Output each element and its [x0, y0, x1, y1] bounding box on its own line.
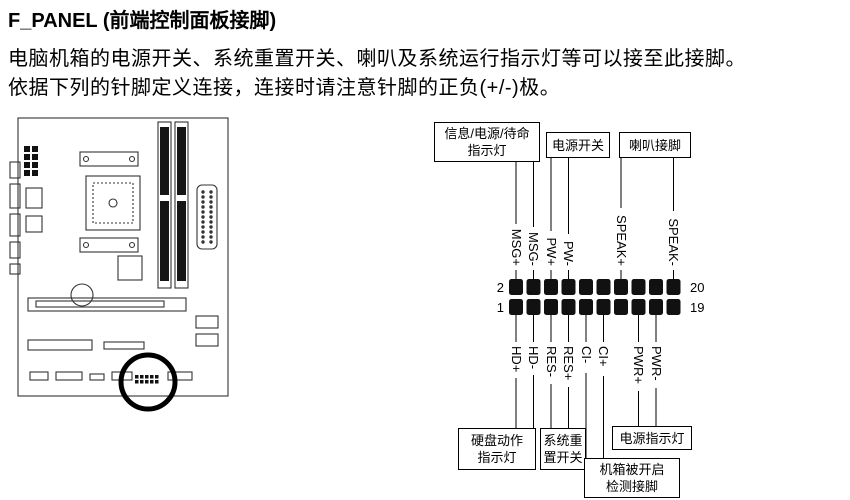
callout-speaker: 喇叭接脚 [619, 132, 691, 158]
pin-label-res-plus: RES+ [561, 346, 576, 380]
label-masks [508, 208, 681, 391]
pin-label-ci-plus: CI+ [596, 346, 611, 367]
rear-io-ports [9, 161, 43, 275]
pin-number-2: 2 [496, 280, 504, 295]
pcie-slot [27, 297, 187, 312]
pin-label-pw-minus: PW- [561, 241, 576, 266]
pin-labels: MSG+ MSG- PW+ PW- SPEAK+ SPEAK- HD+ HD- … [509, 215, 681, 384]
pin-label-hd-minus: HD- [526, 346, 541, 369]
callout-hdd-led: 硬盘动作 指示灯 [458, 428, 536, 470]
pin-number-19: 19 [690, 300, 705, 315]
chipset [117, 255, 143, 281]
battery [70, 283, 94, 307]
location-highlight-circle [118, 352, 178, 412]
pin-label-speak-plus: SPEAK+ [614, 215, 629, 266]
pin-label-speak-minus: SPEAK- [666, 218, 681, 266]
ram-slots [157, 121, 189, 289]
pin-label-pwr-minus: PWR- [649, 346, 664, 381]
fpanel-header-on-board [135, 375, 159, 384]
pin-label-pwr-plus: PWR+ [631, 346, 646, 384]
page-title: F_PANEL (前端控制面板接脚) [8, 10, 277, 32]
body-text-line1: 电脑机箱的电源开关、系统重置开关、喇叭及系统运行指示灯等可以接至此接脚。 [8, 48, 746, 70]
callout-power-switch: 电源开关 [546, 132, 610, 158]
pin-label-pw-plus: PW+ [544, 237, 559, 266]
callout-chassis-intrusion: 机箱被开启 检测接脚 [584, 458, 680, 498]
pin-label-res-minus: RES- [544, 346, 559, 377]
atx-pin-dots [201, 190, 213, 244]
pin-label-ci-minus: CI- [579, 346, 594, 363]
pin-number-20: 20 [690, 280, 705, 295]
callout-msg-led: 信息/电源/待命 指示灯 [434, 122, 540, 162]
pin-label-hd-plus: HD+ [509, 346, 524, 372]
pin-label-msg-minus: MSG- [526, 232, 541, 266]
pin-number-1: 1 [496, 300, 504, 315]
callout-power-led: 电源指示灯 [612, 426, 692, 450]
atx-power-connector [196, 184, 218, 250]
cpu-socket [79, 151, 141, 253]
callout-reset-switch: 系统重 置开关 [540, 428, 586, 470]
motherboard-diagram [9, 117, 229, 412]
body-text-line2: 依据下列的针脚定义连接，连接时请注意针脚的正负(+/-)极。 [8, 77, 561, 99]
pin-header [509, 279, 681, 315]
board-outline [17, 117, 229, 397]
cpu-power-connector [24, 146, 38, 176]
pin-label-msg-plus: MSG+ [509, 229, 524, 266]
